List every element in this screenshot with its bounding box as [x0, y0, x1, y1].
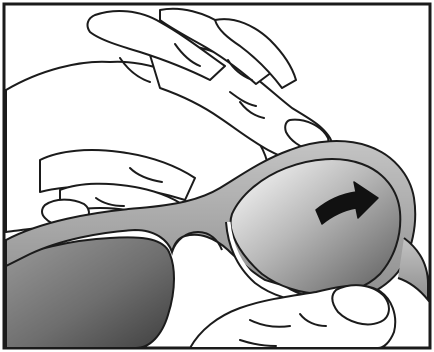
lens-removal-diagram	[0, 0, 434, 352]
diagram-canvas	[0, 0, 434, 352]
